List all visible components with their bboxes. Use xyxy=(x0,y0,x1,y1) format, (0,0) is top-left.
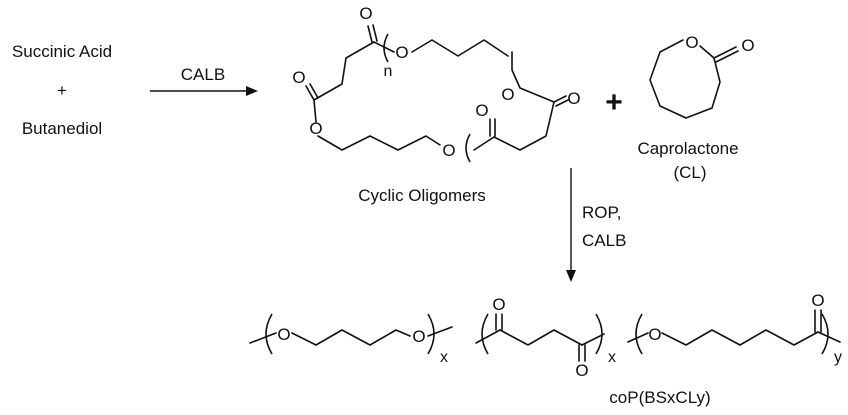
reactant-succinic-acid: Succinic Acid xyxy=(12,42,112,61)
product-block1-o-left: O xyxy=(277,325,290,344)
oligomer-left-carbonyl-o: O xyxy=(292,68,305,87)
oligomer-repeat-n: n xyxy=(384,63,393,80)
step2-line1: ROP, xyxy=(582,203,621,222)
oligomer-top-carbonyl-o: O xyxy=(359,4,372,23)
product-label: coP(BSxCLy) xyxy=(609,388,710,407)
product-block2-carbonyl-o-top: O xyxy=(492,295,505,314)
product-subscript-x1: x xyxy=(440,349,448,366)
product-block2-carbonyl-o-bottom: O xyxy=(575,361,588,380)
oligomer-right-carbonyl-o: O xyxy=(567,89,580,108)
step1-arrow xyxy=(150,86,258,96)
step2-arrow xyxy=(566,168,576,282)
cyclic-oligomers-label: Cyclic Oligomers xyxy=(358,186,486,205)
oligomer-ring-o-top: O xyxy=(395,43,408,62)
oligomer-ring-o-left: O xyxy=(309,119,322,138)
oligomer-ring-o-right: O xyxy=(501,85,514,104)
cyclic-oligomer-structure xyxy=(305,24,569,163)
reactant-plus: + xyxy=(57,81,67,100)
caprolactone-abbrev: (CL) xyxy=(673,163,706,182)
caprolactone-carbonyl-o: O xyxy=(741,36,754,55)
copolymer-structure xyxy=(249,309,841,362)
oligomer-ring-o-bottom: O xyxy=(442,141,455,160)
product-block1-o-right: O xyxy=(412,327,425,346)
caprolactone-structure xyxy=(649,39,739,119)
plus-sign: + xyxy=(605,86,623,119)
caprolactone-label: Caprolactone xyxy=(637,139,738,158)
reactant-butanediol: Butanediol xyxy=(22,119,102,138)
product-block3-o: O xyxy=(648,325,661,344)
product-block3-carbonyl-o: O xyxy=(811,291,824,310)
product-subscript-y: y xyxy=(834,349,842,366)
caprolactone-ring-o: O xyxy=(685,33,698,52)
product-subscript-x2: x xyxy=(608,349,616,366)
oligomer-carbonyl-o-bottom: O xyxy=(475,101,488,120)
step1-catalyst: CALB xyxy=(181,65,225,84)
step2-line2: CALB xyxy=(582,231,626,250)
